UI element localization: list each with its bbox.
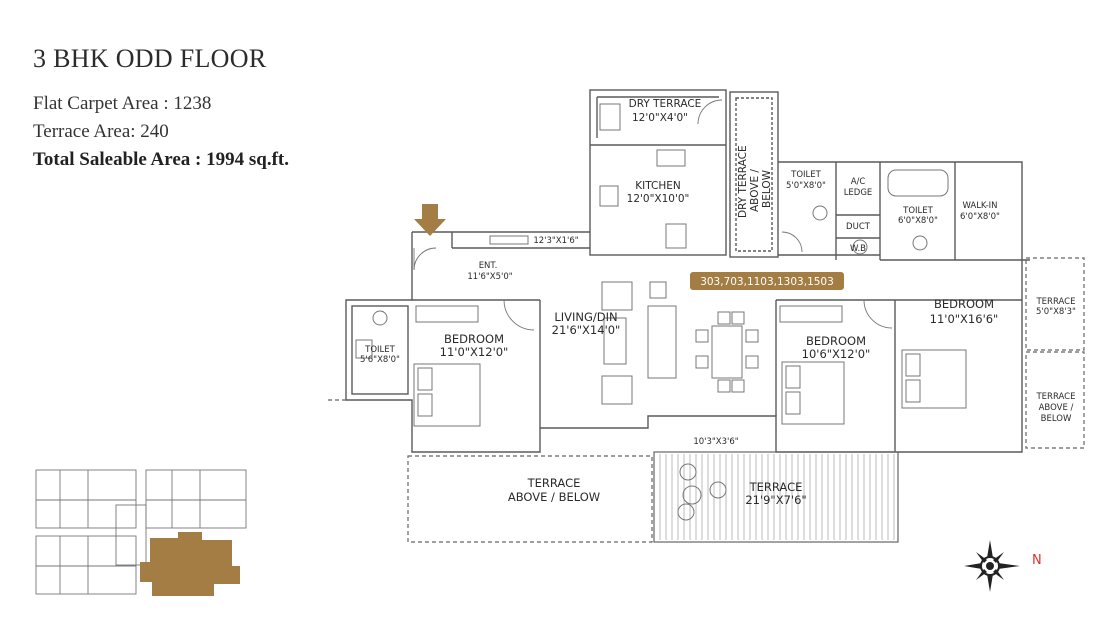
toilet1-label: TOILET <box>790 170 821 180</box>
toilet1-size: 5'0"X8'0" <box>786 181 826 191</box>
walkin-label: WALK-IN <box>962 201 997 211</box>
doors <box>413 99 893 331</box>
terraces <box>328 257 1085 543</box>
toilet2-size: 6'0"X8'0" <box>898 216 938 226</box>
terrace-area: Terrace Area: 240 <box>33 121 169 142</box>
bedroom1-size: 11'0"X12'0" <box>440 345 509 359</box>
passage-size: 12'3"X1'6" <box>533 236 578 246</box>
room-labels: DRY TERRACE 12'0"X4'0" DRY TERRACE ABOVE… <box>360 98 1076 507</box>
walkin-size: 6'0"X8'0" <box>960 212 1000 222</box>
ac-ledge-line1: A/C <box>851 177 866 187</box>
dry-terrace-label: DRY TERRACE <box>629 98 702 110</box>
furniture <box>355 103 967 521</box>
wb-label: W.B <box>850 244 866 254</box>
bedroom3-size: 11'0"X16'6" <box>930 312 999 326</box>
flat-numbers-text: 303,703,1103,1303,1503 <box>700 276 834 288</box>
dry-terrace-above-line2: ABOVE / <box>749 169 761 212</box>
terrace-small-label: TERRACE <box>1035 297 1075 307</box>
terrace-left-line1: TERRACE <box>527 476 581 490</box>
terrace-left-line2: ABOVE / BELOW <box>508 490 600 504</box>
key-plan <box>35 469 247 596</box>
terrace-small-size: 5'0"X8'3" <box>1036 307 1076 317</box>
compass-n-letter: N <box>1032 553 1042 568</box>
terrace-right-line2: ABOVE / <box>1039 403 1074 413</box>
terrace-right-line1: TERRACE <box>1035 392 1075 402</box>
entrance-size: 11'6"X5'0" <box>467 272 512 282</box>
carpet-area: Flat Carpet Area : 1238 <box>33 93 212 114</box>
entrance-label: ENT. <box>479 261 498 271</box>
walls <box>345 89 1030 453</box>
dry-terrace-above-line3: BELOW <box>761 169 773 208</box>
dry-terrace-above-line1: DRY TERRACE <box>737 145 749 218</box>
saleable-area: Total Saleable Area : 1994 sq.ft. <box>33 149 289 170</box>
kitchen-label: KITCHEN <box>635 180 681 192</box>
living-label: LIVING/DIN <box>554 310 617 324</box>
kitchen-size: 12'0"X10'0" <box>627 193 690 205</box>
balcony-strip-size: 10'3"X3'6" <box>693 437 738 447</box>
dry-terrace-size: 12'0"X4'0" <box>632 112 688 124</box>
terrace-right-line3: BELOW <box>1041 414 1072 424</box>
toilet3-size: 5'6"X8'0" <box>360 355 400 365</box>
ac-ledge-line2: LEDGE <box>844 188 873 198</box>
toilet3-label: TOILET <box>364 345 395 355</box>
bedroom1-label: BEDROOM <box>444 332 504 346</box>
living-size: 21'6"X14'0" <box>552 323 621 337</box>
terrace-main-label: TERRACE <box>749 480 803 494</box>
plan-title: 3 BHK ODD FLOOR <box>33 44 267 73</box>
bedroom2-size: 10'6"X12'0" <box>802 347 871 361</box>
entry-arrow-icon <box>414 204 446 236</box>
duct-label: DUCT <box>846 222 871 232</box>
bedroom3-label: BEDROOM <box>934 297 994 311</box>
toilet2-label: TOILET <box>902 206 933 216</box>
compass-icon: N <box>964 540 1042 592</box>
terrace-deck <box>653 451 899 543</box>
terrace-main-size: 21'9"X7'6" <box>745 493 806 507</box>
bedroom2-label: BEDROOM <box>806 334 866 348</box>
flat-number-badge: 303,703,1103,1303,1503 <box>690 272 844 290</box>
